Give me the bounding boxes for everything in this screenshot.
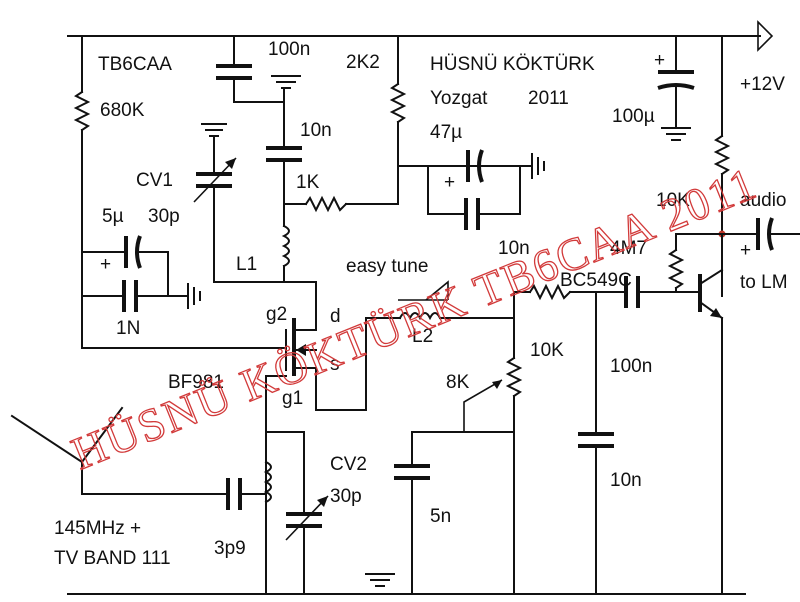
inductor-l1 bbox=[281, 224, 290, 283]
plus-100u-label: + bbox=[654, 50, 665, 71]
capacitor-47u bbox=[427, 149, 521, 183]
ground-icon bbox=[201, 123, 227, 137]
author-label: HÜSNÜ KÖKTÜRK bbox=[430, 54, 595, 75]
l2-label: L2 bbox=[412, 326, 433, 347]
cv1-label: CV1 bbox=[136, 170, 173, 191]
potentiometer-8k bbox=[463, 356, 523, 595]
r680k-label: 680K bbox=[100, 100, 145, 121]
r2k2-label: 2K2 bbox=[346, 52, 380, 73]
capacitor-audio-out bbox=[721, 217, 800, 251]
c30p-a-label: 30p bbox=[148, 206, 180, 227]
resistor-10k-series bbox=[513, 283, 597, 301]
c100n-b-label: 100n bbox=[610, 356, 652, 377]
city-label: Yozgat bbox=[430, 88, 488, 109]
ground-icon bbox=[661, 127, 691, 141]
ground-icon bbox=[271, 75, 301, 103]
resistor-1k bbox=[283, 165, 399, 213]
resistor-4m7 bbox=[667, 233, 723, 293]
cv2-label: CV2 bbox=[330, 454, 367, 475]
capacitor-10n-parallel bbox=[427, 165, 521, 230]
c47u-label: 47µ bbox=[430, 122, 462, 143]
bf981-label: BF981 bbox=[168, 372, 224, 393]
capacitor-100u bbox=[657, 35, 695, 129]
bc549c-label: BC549C bbox=[560, 270, 632, 291]
r4m7-label: 4M7 bbox=[610, 238, 647, 259]
resistor-2k2 bbox=[389, 35, 407, 167]
variable-capacitor-cv2 bbox=[285, 431, 329, 595]
audio-label: audio bbox=[740, 190, 787, 211]
capacitor-3p9 bbox=[81, 478, 267, 510]
band-label: 145MHz + bbox=[54, 518, 141, 539]
ground-icon bbox=[519, 153, 545, 179]
antenna-icon bbox=[10, 406, 124, 495]
c30p-b-label: 30p bbox=[330, 486, 362, 507]
ic-callsign-label: TB6CAA bbox=[98, 54, 172, 75]
c3p9-label: 3p9 bbox=[214, 538, 246, 559]
source-label: s bbox=[330, 354, 340, 375]
g2-label: g2 bbox=[266, 304, 287, 325]
band2-label: TV BAND 111 bbox=[54, 548, 171, 569]
capacitor-10n-filter bbox=[578, 291, 614, 595]
r8k-label: 8K bbox=[446, 372, 470, 393]
c5u-label: 5µ bbox=[102, 206, 124, 227]
drain-label: d bbox=[330, 306, 341, 327]
c100n-top-label: 100n bbox=[268, 39, 310, 60]
c10n-a-label: 10n bbox=[300, 120, 332, 141]
c5n-label: 5n bbox=[430, 506, 451, 527]
capacitor-5n bbox=[394, 431, 515, 595]
transistor-bc549c bbox=[639, 233, 724, 595]
r1k-label: 1K bbox=[296, 172, 320, 193]
ground-icon bbox=[365, 573, 395, 587]
year-label: 2011 bbox=[528, 88, 569, 109]
r10k-b-label: 10K bbox=[530, 340, 564, 361]
g1-label: g1 bbox=[282, 388, 303, 409]
c100u-label: 100µ bbox=[612, 106, 655, 127]
variable-capacitor-cv1 bbox=[193, 137, 237, 283]
r10k-a-label: 10K bbox=[656, 190, 690, 211]
capacitor-100n-top bbox=[216, 35, 285, 103]
l1-label: L1 bbox=[236, 254, 257, 275]
resistor-680k bbox=[73, 35, 91, 349]
capacitor-5u bbox=[81, 235, 169, 297]
capacitor-100n-base bbox=[595, 276, 640, 308]
capacitor-10n-l1 bbox=[266, 101, 302, 227]
to-lm-label: to LM bbox=[740, 272, 788, 293]
mosfet-bf981 bbox=[265, 317, 367, 595]
easy-tune-label: easy tune bbox=[346, 256, 428, 277]
vcc-label: +12V bbox=[740, 74, 785, 95]
plus-audio-label: + bbox=[740, 240, 751, 261]
c10n-b-label: 10n bbox=[498, 238, 530, 259]
c1n-label: 1N bbox=[116, 318, 140, 339]
capacitor-1n bbox=[81, 280, 187, 312]
plus-5u-label: + bbox=[100, 254, 111, 275]
plus-47u-label: + bbox=[444, 172, 455, 193]
c10n-c-label: 10n bbox=[610, 470, 642, 491]
vcc-arrow-icon bbox=[757, 20, 774, 52]
ground-icon bbox=[187, 283, 201, 309]
inductor-l2 bbox=[365, 280, 515, 321]
inductor-input bbox=[263, 431, 305, 504]
